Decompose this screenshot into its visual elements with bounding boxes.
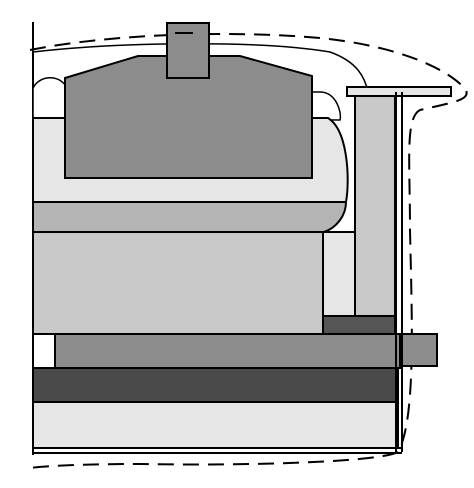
main-body-block <box>32 231 324 335</box>
light-bottom-base <box>32 401 399 449</box>
upper-arch-outline <box>32 43 369 93</box>
right-tab <box>399 333 438 367</box>
dashed-envelope-outline <box>29 33 468 469</box>
body-side-strip <box>322 231 356 317</box>
top-connector-box <box>166 22 210 79</box>
medium-band <box>32 201 348 233</box>
dark-base-slab <box>32 367 399 403</box>
top-block <box>64 55 313 179</box>
medium-slab <box>54 333 401 369</box>
dark-step-block <box>322 315 396 336</box>
pillar-cap-plate <box>346 86 452 97</box>
right-pillar <box>354 94 396 318</box>
